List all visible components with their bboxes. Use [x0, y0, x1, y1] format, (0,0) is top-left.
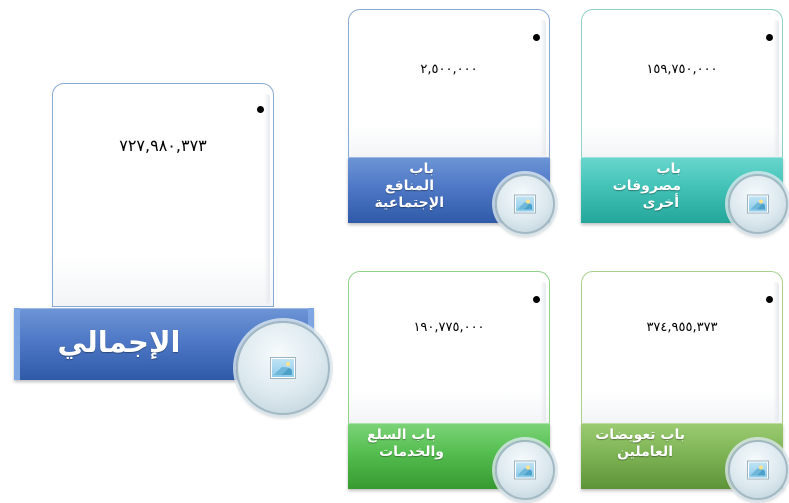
- picture-placeholder-icon: [271, 358, 295, 378]
- other-expenses-picture-circle[interactable]: [728, 174, 788, 234]
- social-benefits-picture-circle[interactable]: [495, 174, 555, 234]
- other-expenses-value: ١٥٩,٧٥٠,٠٠٠: [646, 62, 718, 77]
- social-benefits-card: ٢,٥٠٠,٠٠٠: [348, 9, 550, 159]
- goods-services-label-line2: والخدمات: [379, 444, 444, 460]
- goods-services-card: ١٩٠,٧٧٥,٠٠٠: [348, 271, 550, 425]
- employee-compensation-picture-circle[interactable]: [728, 440, 788, 500]
- goods-services-picture-circle[interactable]: [495, 440, 555, 500]
- bullet-dot: [533, 296, 540, 303]
- total-value: ٧٢٧,٩٨٠,٣٧٣: [119, 136, 207, 155]
- bullet-dot: [766, 296, 773, 303]
- goods-services-value: ١٩٠,٧٧٥,٠٠٠: [413, 320, 485, 335]
- bullet-dot: [257, 106, 264, 113]
- social-benefits-label-line2: الإجتماعية: [374, 195, 444, 211]
- total-label-text: الإجمالي: [57, 325, 181, 359]
- employee-compensation-card: ٣٧٤,٩٥٥,٣٧٣: [581, 271, 783, 425]
- picture-placeholder-icon: [748, 461, 768, 479]
- total-card: ٧٢٧,٩٨٠,٣٧٣: [52, 83, 274, 307]
- employee-compensation-label-line1: باب تعويضات: [595, 427, 685, 443]
- other-expenses-label-line2: أخرى: [642, 195, 679, 211]
- social-benefits-label-line1: باب المنافع: [384, 161, 434, 194]
- other-expenses-card: ١٥٩,٧٥٠,٠٠٠: [581, 9, 783, 159]
- bullet-dot: [766, 34, 773, 41]
- picture-placeholder-icon: [748, 195, 768, 213]
- bullet-dot: [533, 34, 540, 41]
- picture-placeholder-icon: [515, 195, 535, 213]
- goods-services-label-line1: باب السلع: [366, 427, 436, 443]
- picture-placeholder-icon: [515, 461, 535, 479]
- other-expenses-label-line1: باب مصروفات: [612, 161, 681, 194]
- social-benefits-value: ٢,٥٠٠,٠٠٠: [420, 62, 478, 77]
- total-picture-circle[interactable]: [236, 321, 330, 415]
- employee-compensation-label-line2: العاملين: [617, 444, 673, 460]
- employee-compensation-value: ٣٧٤,٩٥٥,٣٧٣: [646, 320, 718, 335]
